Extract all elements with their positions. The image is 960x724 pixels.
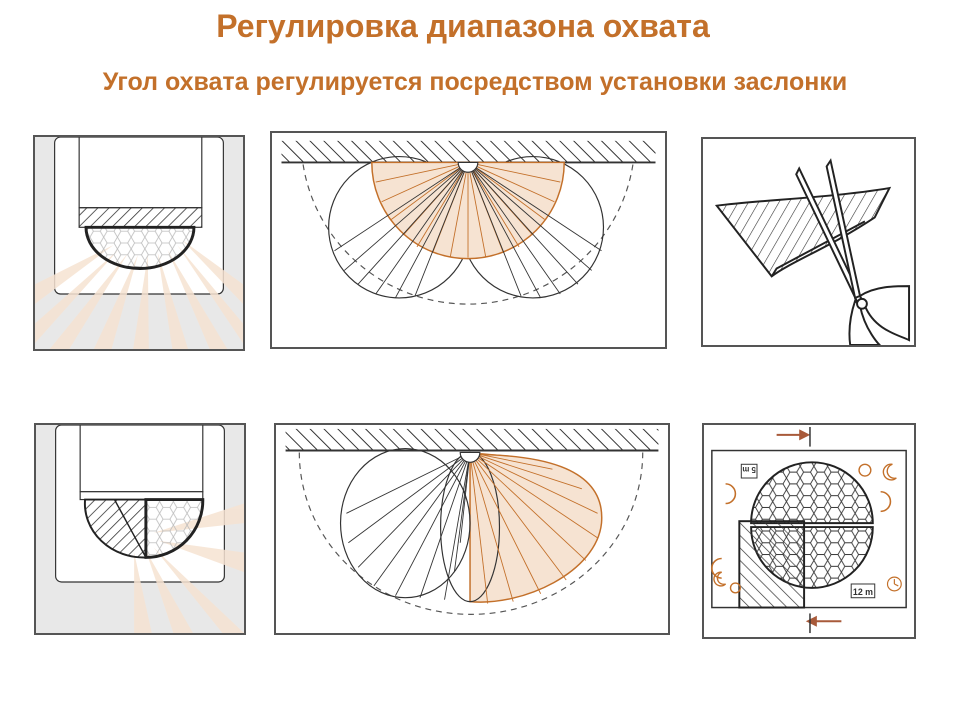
sensor-shutter-illustration [36,425,244,633]
coverage-shutter-panel [274,423,670,635]
page-subtitle: Угол охвата регулируется посредством уст… [102,68,848,96]
rotate-arrow-icon [711,483,892,579]
coverage-full-panel [270,131,667,349]
coverage-full-diagram [281,140,656,305]
sensor-full-lens-panel [33,135,245,351]
page-title: Регулировка диапазона охвата [216,8,710,44]
clock-icon [886,576,902,592]
cutting-shutter-panel [701,137,916,347]
coverage-shutter-diagram [285,428,659,615]
arrow-icon [776,429,842,627]
lens-top-view-panel: 12 m 5 m [702,423,916,639]
lens-top-view-illustration: 12 m 5 m [711,426,907,634]
small-range-label: 5 m [742,465,756,474]
scissors-icon [714,158,911,345]
sensor-shutter-panel [34,423,246,635]
range-label: 12 m [853,587,873,597]
sensor-full-lens-illustration [35,137,243,349]
sun-icon [729,463,872,594]
